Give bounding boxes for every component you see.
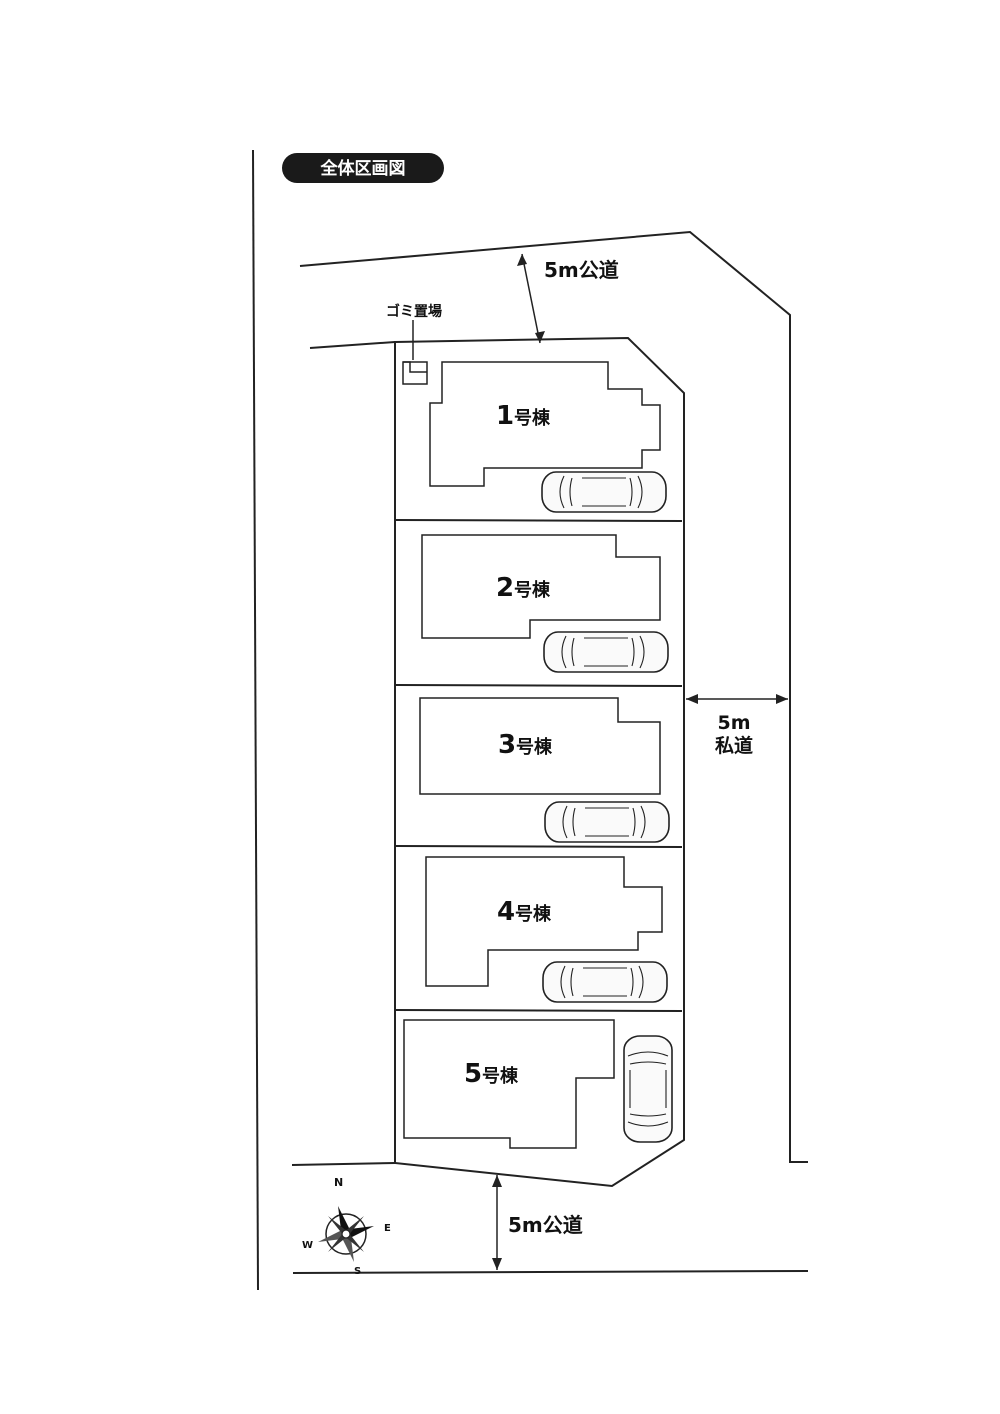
- building-1: 1 号棟: [429, 361, 661, 487]
- parking-car-4: [542, 961, 668, 1003]
- building-suffix: 号棟: [514, 579, 551, 601]
- compass-rose-icon: N E S W: [302, 1176, 391, 1277]
- building-number: 4: [497, 897, 515, 927]
- building-number: 1: [496, 401, 514, 431]
- building-number: 2: [496, 573, 514, 603]
- east-road-label-width: 5m: [717, 712, 750, 734]
- building-4: 4 号棟: [425, 856, 663, 987]
- compass-s: S: [354, 1266, 361, 1277]
- garbage-area-label: ゴミ置場: [386, 303, 442, 320]
- title-badge: 全体区画図: [282, 153, 444, 183]
- parking-car-1: [541, 471, 667, 513]
- south-road-upper-edge: [291, 1162, 396, 1166]
- south-road-label: 5m公道: [508, 1213, 583, 1237]
- site-boundary: [394, 336, 685, 1188]
- parking-car-2: [543, 631, 669, 673]
- lot-divider: [395, 519, 683, 522]
- building-5: 5 号棟: [403, 1019, 615, 1149]
- compass-e: E: [384, 1223, 391, 1234]
- south-road-lower-edge: [292, 1270, 809, 1274]
- building-number: 3: [498, 730, 516, 760]
- west-boundary-line: [252, 149, 259, 1291]
- lot-divider: [395, 684, 683, 687]
- building-2: 2 号棟: [421, 534, 661, 639]
- building-suffix: 号棟: [516, 736, 553, 758]
- south-road-dimension: 5m公道: [492, 1175, 583, 1270]
- north-road-label: 5m公道: [544, 258, 619, 282]
- east-road-label-type: 私道: [715, 734, 753, 757]
- north-east-road-edge: [299, 230, 808, 1163]
- parking-car-5: [623, 1035, 673, 1143]
- building-3: 3 号棟: [419, 697, 661, 795]
- building-suffix: 号棟: [514, 407, 551, 429]
- parking-car-3: [544, 801, 670, 843]
- lot-divider: [395, 845, 683, 848]
- north-road-lower-edge: [309, 341, 396, 349]
- lot-divider: [395, 1009, 683, 1012]
- garbage-area: ゴミ置場: [386, 303, 442, 385]
- north-road-dimension: 5m公道: [517, 253, 619, 344]
- compass-w: W: [302, 1240, 313, 1251]
- compass-n: N: [334, 1176, 343, 1189]
- building-number: 5: [464, 1059, 482, 1089]
- east-road-dimension: 5m 私道: [686, 694, 788, 757]
- building-suffix: 号棟: [482, 1065, 519, 1087]
- building-suffix: 号棟: [515, 903, 552, 925]
- plan-title: 全体区画図: [320, 158, 406, 179]
